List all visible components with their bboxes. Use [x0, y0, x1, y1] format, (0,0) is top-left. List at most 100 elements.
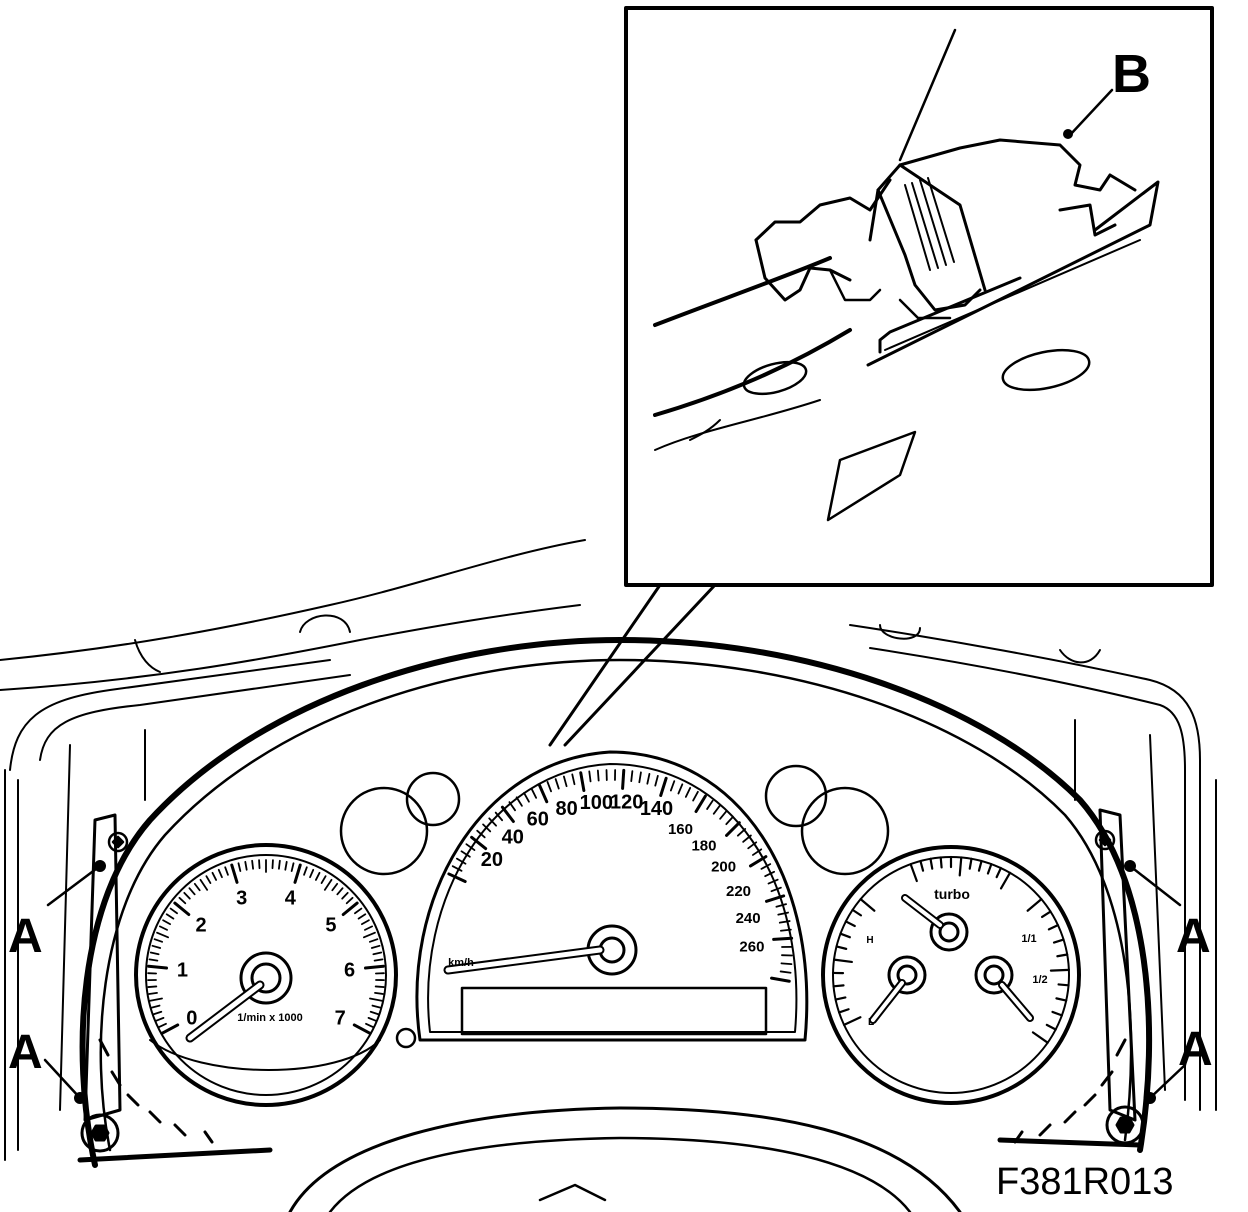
warning-lamps	[339, 764, 890, 1049]
dashboard-outline	[0, 539, 1217, 1161]
combo-tick	[832, 984, 845, 988]
speed-tick	[694, 794, 707, 814]
combo-tick	[958, 856, 963, 877]
speed-number: 100	[580, 792, 613, 814]
speed-tick	[554, 778, 560, 790]
figure-code: F381R013	[996, 1161, 1173, 1203]
tach-tick	[368, 938, 379, 943]
speed-tick	[571, 773, 576, 786]
tach-tick	[290, 862, 295, 872]
tachometer	[134, 843, 398, 1107]
combo-tick	[835, 945, 848, 950]
callout-a-lower-right: A	[1178, 1023, 1213, 1076]
tach-tick	[155, 1016, 165, 1022]
tach-tick	[364, 964, 385, 970]
speed-number: 200	[711, 858, 736, 875]
cluster-housing	[77, 637, 1153, 1212]
callout-a-upper-left: A	[8, 910, 43, 963]
speed-tick	[588, 770, 592, 783]
speed-tick	[764, 870, 776, 878]
tach-number: 3	[236, 888, 247, 910]
tach-tick	[331, 882, 339, 892]
speed-tick	[765, 894, 786, 903]
tach-tick	[372, 951, 383, 956]
speed-tick	[780, 962, 793, 966]
tach-tick	[169, 907, 178, 915]
tach-tick	[293, 863, 302, 884]
speed-tick	[748, 855, 768, 868]
speed-tick	[775, 903, 787, 908]
tach-tick	[370, 944, 381, 949]
tach-tick	[148, 991, 158, 995]
tach-tick	[373, 958, 384, 962]
tach-tick	[341, 891, 349, 900]
tach-tick	[205, 875, 212, 884]
speed-tick	[677, 783, 684, 795]
combo-tick	[1047, 924, 1060, 931]
combo-tick	[859, 898, 876, 912]
combo-tick	[999, 871, 1012, 890]
tach-tick	[224, 866, 229, 876]
callout-a-upper-right: A	[1176, 910, 1211, 963]
tach-tick	[162, 919, 171, 926]
tach-tick	[365, 1022, 375, 1029]
speed-number: 240	[736, 910, 761, 927]
detail-inset	[624, 6, 1214, 587]
tach-number: 0	[186, 1007, 197, 1029]
speed-tick	[482, 823, 492, 833]
combo-tick	[1055, 997, 1068, 1002]
tach-tick	[320, 875, 327, 884]
tach-tick	[147, 985, 158, 988]
speed-tick	[476, 829, 486, 839]
speed-tick	[456, 857, 467, 865]
housing-ribs	[98, 1038, 1127, 1144]
combo-tick	[977, 859, 983, 872]
tach-tick	[149, 951, 160, 956]
speed-tick	[538, 783, 549, 804]
speedometer	[415, 750, 809, 1042]
speedo-unit-label: km/h	[448, 957, 474, 969]
speed-number: 220	[726, 883, 751, 900]
speed-tick	[770, 886, 782, 893]
tach-tick	[362, 931, 376, 939]
speed-tick	[747, 841, 758, 850]
tach-tick	[188, 887, 196, 896]
combo-tick	[1052, 938, 1065, 944]
tach-number: 4	[285, 888, 297, 910]
tach-tick	[158, 925, 168, 931]
tach-tick	[165, 913, 175, 920]
callout-leaders	[43, 860, 1187, 1104]
speed-tick	[465, 843, 476, 851]
tach-unit-label: 1/min x 1000	[237, 1012, 302, 1024]
speed-tick	[779, 970, 792, 974]
combo-tick	[929, 857, 934, 870]
speed-number: 60	[527, 809, 549, 831]
combo-tick	[1049, 968, 1070, 972]
tach-tick	[374, 985, 385, 988]
speed-number: 20	[481, 849, 503, 871]
tach-tick	[148, 958, 159, 962]
speed-tick	[669, 780, 676, 792]
speed-tick	[546, 781, 552, 793]
tach-tick	[361, 919, 370, 926]
tach-tick	[278, 859, 281, 870]
tach-tick	[230, 863, 239, 884]
speed-tick	[470, 835, 488, 851]
speed-tick	[725, 815, 734, 826]
speed-tick	[719, 810, 728, 820]
speed-tick	[596, 769, 600, 782]
speed-number: 140	[640, 798, 673, 820]
speed-tick	[630, 770, 634, 782]
combo-tick	[909, 863, 918, 883]
tach-tick	[217, 868, 223, 879]
tach-tick	[237, 862, 242, 872]
combo-tick	[939, 856, 943, 869]
combo-tick	[1031, 1031, 1049, 1044]
tach-tick	[364, 925, 374, 931]
speed-tick	[767, 878, 779, 885]
combo-tick	[1040, 910, 1052, 919]
tach-tick	[211, 871, 218, 881]
speed-tick	[523, 792, 530, 803]
tach-tick	[173, 901, 191, 916]
speed-tick	[772, 936, 794, 941]
